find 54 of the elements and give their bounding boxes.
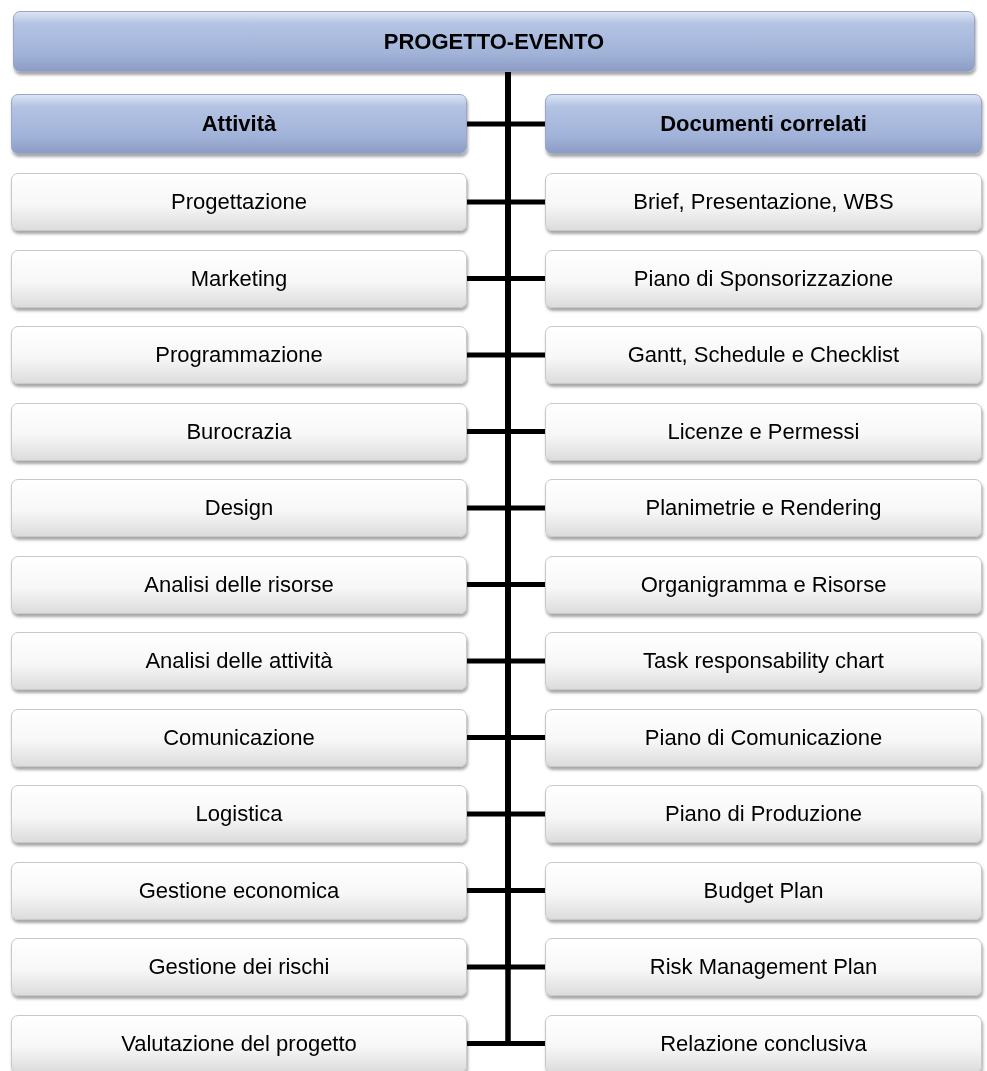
header-box: [11, 94, 467, 154]
activity-box: [11, 1014, 467, 1071]
activity-box: [11, 938, 467, 996]
box-label: Analisi delle attività: [145, 648, 333, 674]
box-label: Brief, Presentazione, WBS: [633, 189, 894, 215]
box-label: Marketing: [190, 265, 288, 292]
box-label: Piano di Comunicazione: [644, 724, 883, 751]
box-label: Design: [204, 495, 274, 521]
document-box: [545, 785, 982, 843]
box-label: Analisi delle risorse: [144, 571, 334, 598]
box-label: Valutazione del progetto: [121, 1030, 357, 1057]
header-text: Attività: [201, 111, 277, 137]
box-label: Organigramma e Risorse: [640, 571, 887, 598]
box-label: Comunicazione: [163, 724, 315, 751]
activity-box: [11, 861, 467, 920]
activity-box: [11, 632, 467, 690]
activity-box: [11, 402, 467, 461]
document-box: [545, 555, 982, 614]
box-label: Planimetrie e Rendering: [645, 495, 882, 521]
header-text: Documenti correlati: [660, 111, 867, 137]
document-box: [545, 861, 982, 920]
box-label: Burocrazia: [186, 418, 292, 445]
activity-box: [11, 785, 467, 843]
box-label: Progettazione: [171, 189, 307, 215]
box-label: Task responsability chart: [643, 648, 884, 674]
box-label: Licenze e Permessi: [667, 418, 860, 445]
activity-box: [11, 479, 467, 537]
box-label: Relazione conclusiva: [660, 1030, 867, 1057]
activity-box: [11, 249, 467, 308]
document-box: [545, 938, 982, 996]
title-bar: [13, 11, 975, 72]
activity-box: [11, 555, 467, 614]
document-box: [545, 249, 982, 308]
box-label: Risk Management Plan: [649, 954, 878, 980]
document-box: [545, 326, 982, 384]
box-label: Piano di Produzione: [665, 801, 862, 827]
document-box: [545, 708, 982, 767]
box-label: Programmazione: [155, 342, 323, 368]
activity-box: [11, 326, 467, 384]
activity-box: [11, 173, 467, 231]
box-label: Gestione economica: [138, 877, 340, 904]
document-box: [545, 402, 982, 461]
title-text: PROGETTO-EVENTO: [383, 28, 605, 55]
header-box: [545, 94, 982, 154]
box-label: Gantt, Schedule e Checklist: [627, 342, 900, 368]
box-label: Budget Plan: [703, 877, 824, 904]
document-box: [545, 173, 982, 231]
activity-box: [11, 708, 467, 767]
box-label: Gestione dei rischi: [148, 954, 330, 980]
document-box: [545, 479, 982, 537]
box-label: Piano di Sponsorizzazione: [633, 265, 894, 292]
document-box: [545, 1014, 982, 1071]
box-label: Logistica: [195, 801, 283, 827]
document-box: [545, 632, 982, 690]
